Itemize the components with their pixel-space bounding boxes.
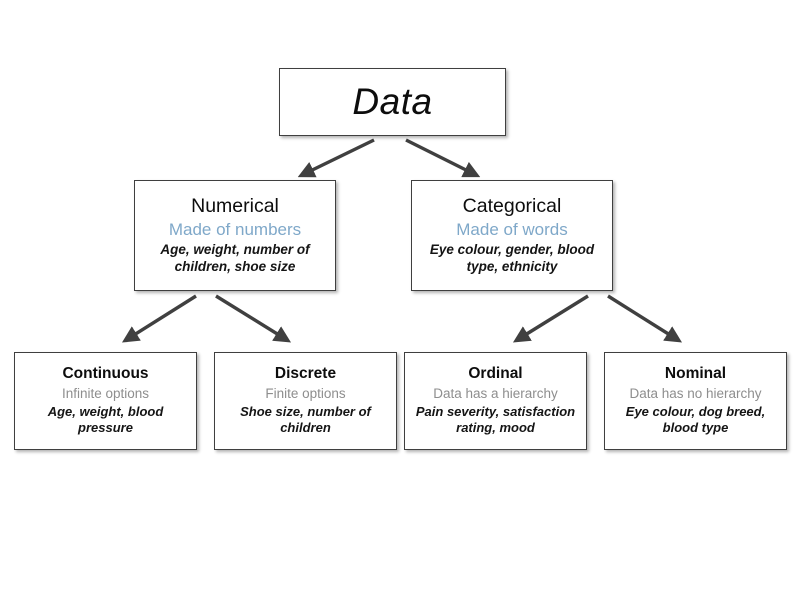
node-continuous-examples: Age, weight, blood pressure	[47, 404, 164, 436]
connector-data-to-categorical	[405, 138, 481, 178]
node-numerical-subtitle: Made of numbers	[168, 219, 302, 239]
connector-categorical-to-nominal	[607, 294, 683, 343]
node-numerical-title: Numerical	[191, 195, 279, 218]
node-ordinal: Ordinal Data has a hierarchy Pain severi…	[404, 352, 587, 450]
node-ordinal-subtitle: Data has a hierarchy	[433, 385, 558, 401]
connector-categorical-to-ordinal	[512, 294, 589, 343]
node-data-title: Data	[352, 80, 433, 122]
node-ordinal-examples: Pain severity, satisfaction rating, mood	[415, 404, 576, 436]
connector-numerical-to-discrete	[215, 294, 292, 343]
node-nominal: Nominal Data has no hierarchy Eye colour…	[604, 352, 787, 450]
node-nominal-subtitle: Data has no hierarchy	[629, 385, 762, 401]
node-discrete-examples: Shoe size, number of children	[240, 404, 371, 436]
node-discrete: Discrete Finite options Shoe size, numbe…	[214, 352, 397, 450]
node-categorical-title: Categorical	[462, 195, 562, 218]
node-continuous-title: Continuous	[62, 365, 149, 383]
node-continuous-subtitle: Infinite options	[61, 385, 150, 401]
node-data: Data	[279, 68, 506, 136]
node-discrete-title: Discrete	[274, 365, 337, 383]
node-ordinal-title: Ordinal	[468, 365, 523, 383]
node-nominal-title: Nominal	[664, 365, 727, 383]
connector-numerical-to-continuous	[121, 294, 197, 343]
connector-data-to-numerical	[297, 138, 375, 178]
node-numerical-examples: Age, weight, number of children, shoe si…	[160, 242, 310, 274]
node-categorical-examples: Eye colour, gender, blood type, ethnicit…	[429, 242, 595, 274]
node-continuous: Continuous Infinite options Age, weight,…	[14, 352, 197, 450]
node-numerical: Numerical Made of numbers Age, weight, n…	[134, 180, 336, 291]
node-categorical-subtitle: Made of words	[456, 219, 568, 239]
node-categorical: Categorical Made of words Eye colour, ge…	[411, 180, 613, 291]
node-discrete-subtitle: Finite options	[265, 385, 346, 401]
node-nominal-examples: Eye colour, dog breed, blood type	[625, 404, 766, 436]
